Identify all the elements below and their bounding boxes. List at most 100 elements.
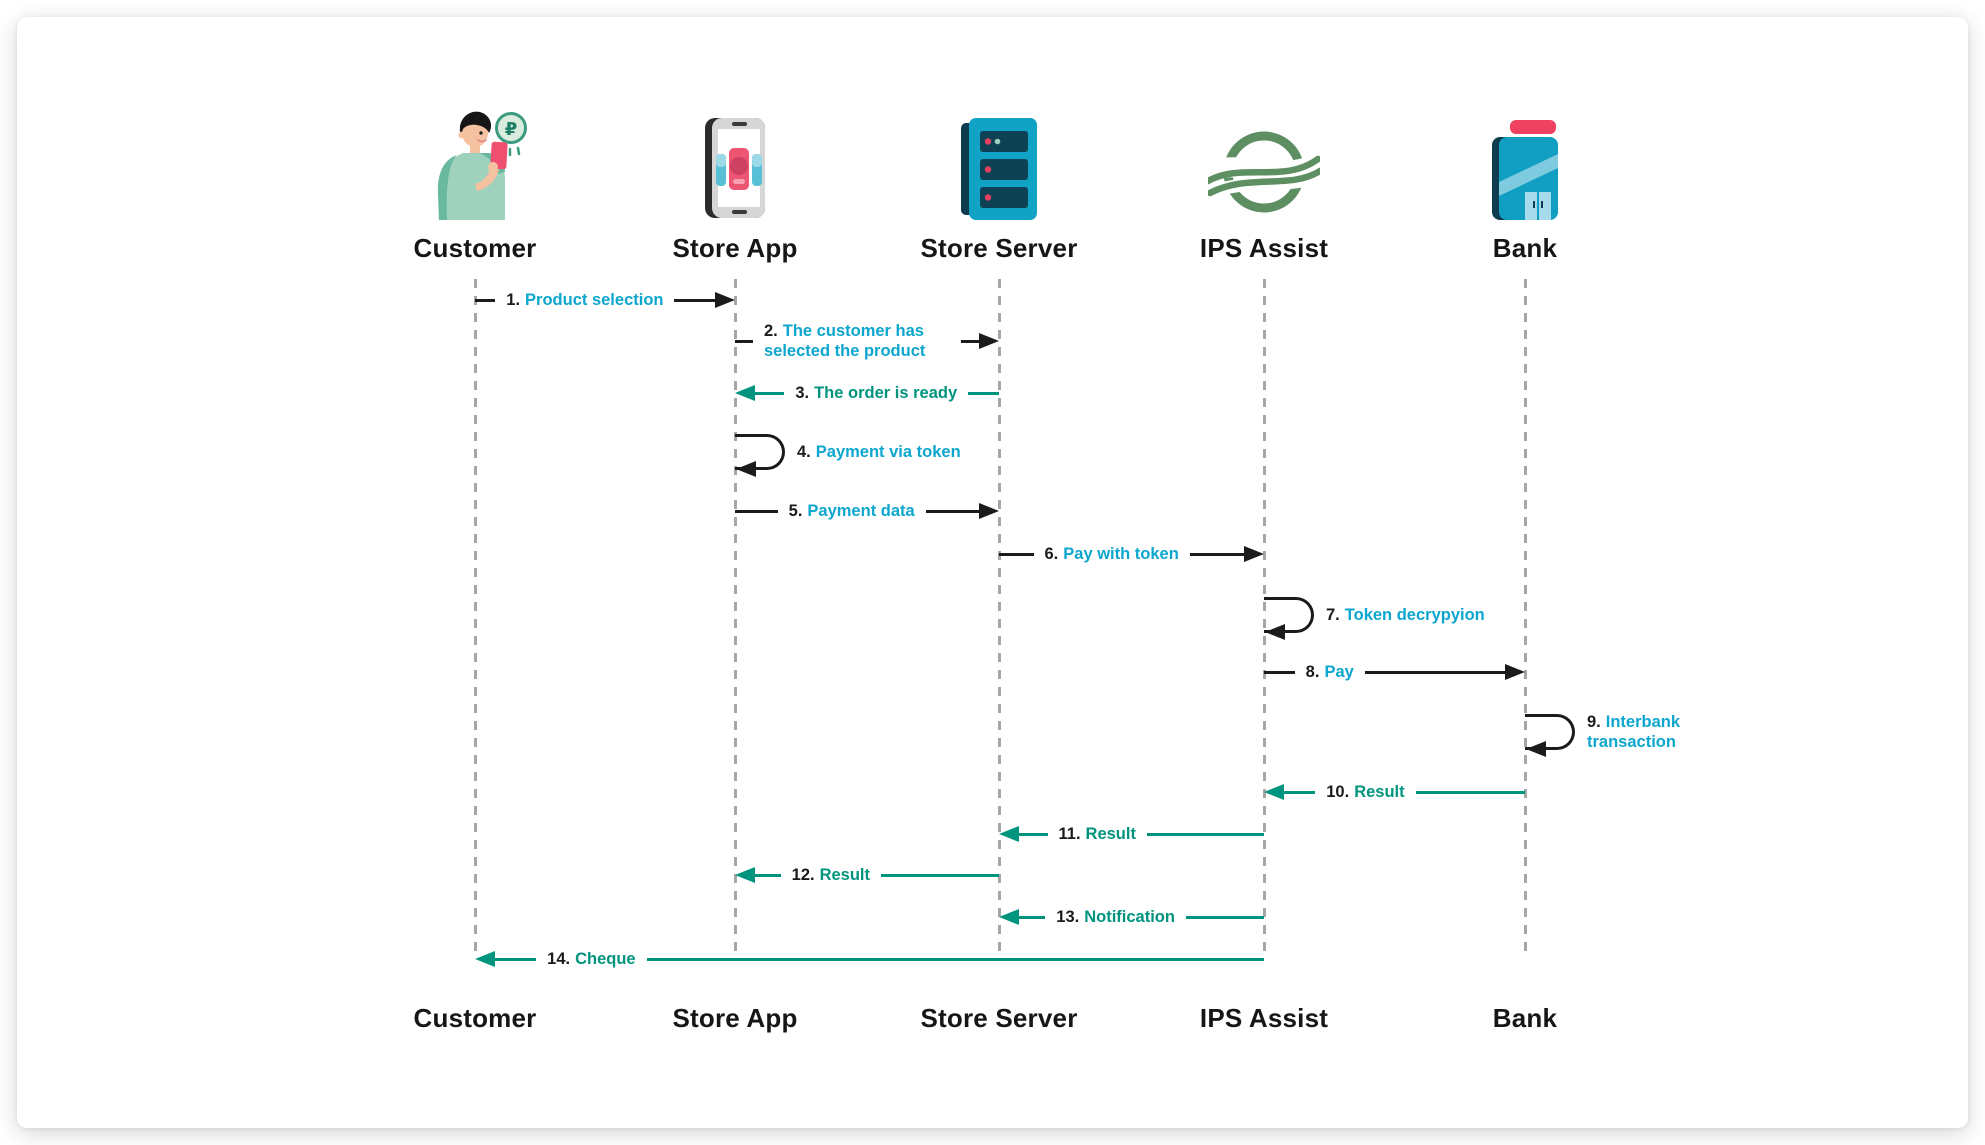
message-14: 14.Cheque xyxy=(475,943,1264,975)
message-number: 7. xyxy=(1326,605,1340,624)
message-line xyxy=(755,873,781,877)
arrowhead-left-icon xyxy=(475,951,495,967)
actor-label-bank-top: Bank xyxy=(1492,233,1558,263)
lifeline-bank xyxy=(1524,279,1527,957)
message-line xyxy=(735,509,778,513)
message-line xyxy=(925,509,979,513)
actor-label-bank-bottom: Bank xyxy=(1492,1003,1558,1033)
message-line xyxy=(1415,790,1525,794)
lifeline-store-server xyxy=(998,279,1001,957)
message-number: 14. xyxy=(547,949,571,968)
actor-store-server: Store Server xyxy=(879,102,1119,264)
arrowhead-left-icon xyxy=(1265,623,1285,640)
message-line xyxy=(1364,670,1505,674)
message-3: 3.The order is ready xyxy=(735,377,999,409)
message-line xyxy=(961,339,979,343)
smartphone-icon xyxy=(615,102,855,220)
message-number: 3. xyxy=(795,383,810,402)
sequence-diagram: ₽ Customer xyxy=(17,17,1968,1128)
message-text: Payment via token xyxy=(815,442,961,461)
message-number: 13. xyxy=(1056,907,1080,926)
message-12: 12.Result xyxy=(735,859,999,891)
message-line xyxy=(1189,552,1244,556)
lifeline-customer xyxy=(474,279,477,957)
lifeline-store-app xyxy=(734,279,737,957)
assist-logo-icon xyxy=(1144,102,1384,220)
message-text: Product selection xyxy=(525,290,664,309)
arrowhead-right-icon xyxy=(979,503,999,519)
message-line xyxy=(1264,670,1295,674)
message-line xyxy=(1185,915,1264,919)
arrowhead-left-icon xyxy=(735,867,755,883)
message-text: Token decrypyion xyxy=(1344,605,1485,624)
arrowhead-left-icon xyxy=(736,460,756,477)
arrowhead-left-icon xyxy=(999,909,1019,925)
server-icon xyxy=(879,102,1119,220)
arrowhead-left-icon xyxy=(1264,784,1284,800)
arrowhead-right-icon xyxy=(979,333,999,349)
message-text: Pay xyxy=(1324,662,1354,681)
arrowhead-right-icon xyxy=(715,292,735,308)
message-number: 4. xyxy=(797,442,811,461)
message-number: 6. xyxy=(1044,544,1059,563)
message-line xyxy=(999,552,1034,556)
message-line xyxy=(1019,832,1048,836)
self-loop-line xyxy=(1525,714,1575,750)
message-number: 11. xyxy=(1058,824,1081,843)
message-text: Interbank transaction xyxy=(1587,712,1681,751)
message-text: Payment data xyxy=(807,501,915,520)
message-text: Notification xyxy=(1084,907,1175,926)
message-text: Result xyxy=(1354,782,1405,801)
actor-ips-assist: IPS Assist xyxy=(1144,102,1384,264)
actor-label-ips-assist-bottom: IPS Assist xyxy=(1199,1003,1329,1033)
self-loop-line xyxy=(1264,597,1314,633)
actor-label-store-server-bottom: Store Server xyxy=(920,1003,1078,1033)
message-line xyxy=(1019,915,1046,919)
message-1: 1.Product selection xyxy=(475,284,735,316)
bank-icon xyxy=(1405,102,1645,220)
message-number: 12. xyxy=(791,865,815,884)
message-4-self-loop: 4.Payment via token xyxy=(735,434,961,477)
message-text: The order is ready xyxy=(814,383,958,402)
self-loop-line xyxy=(735,434,785,470)
message-line xyxy=(735,339,753,343)
message-line xyxy=(674,298,715,302)
actor-label-store-app-bottom: Store App xyxy=(672,1003,798,1033)
actor-label-ips-assist-top: IPS Assist xyxy=(1199,233,1329,263)
actor-store-app: Store App xyxy=(615,102,855,264)
message-line xyxy=(968,391,999,395)
arrowhead-right-icon xyxy=(1244,546,1264,562)
message-line xyxy=(755,391,785,395)
message-number: 8. xyxy=(1305,662,1320,681)
message-line xyxy=(495,957,537,961)
message-line xyxy=(1284,790,1316,794)
actor-label-customer-bottom: Customer xyxy=(413,1003,537,1033)
message-text: Pay with token xyxy=(1063,544,1179,563)
svg-text:₽: ₽ xyxy=(505,119,518,140)
message-6: 6.Pay with token xyxy=(999,538,1264,570)
message-number: 2. xyxy=(764,321,778,340)
actor-bank: Bank xyxy=(1405,102,1645,264)
message-13: 13.Notification xyxy=(999,901,1264,933)
message-number: 10. xyxy=(1326,782,1350,801)
arrowhead-left-icon xyxy=(735,385,755,401)
message-text: Result xyxy=(1085,824,1136,843)
message-text: Result xyxy=(819,865,871,884)
message-10: 10.Result xyxy=(1264,776,1525,808)
message-9-self-loop: 9.Interbank transaction xyxy=(1525,713,1680,757)
arrowhead-left-icon xyxy=(1526,740,1546,757)
message-8: 8.Pay xyxy=(1264,656,1525,688)
message-line xyxy=(475,298,496,302)
message-number: 5. xyxy=(788,501,803,520)
actor-customer: ₽ Customer xyxy=(355,102,595,264)
actor-label-store-server-top: Store Server xyxy=(920,233,1078,263)
message-text: The customer has selected the product xyxy=(764,321,926,360)
message-11: 11.Result xyxy=(999,818,1264,850)
message-7-self-loop: 7.Token decrypyion xyxy=(1264,597,1485,640)
actor-label-store-app-top: Store App xyxy=(672,233,798,263)
message-line xyxy=(646,957,1264,961)
arrowhead-left-icon xyxy=(999,826,1019,842)
message-text: Cheque xyxy=(575,949,636,968)
message-number: 1. xyxy=(506,290,521,309)
message-2: 2.The customer has selected the product xyxy=(735,318,999,364)
